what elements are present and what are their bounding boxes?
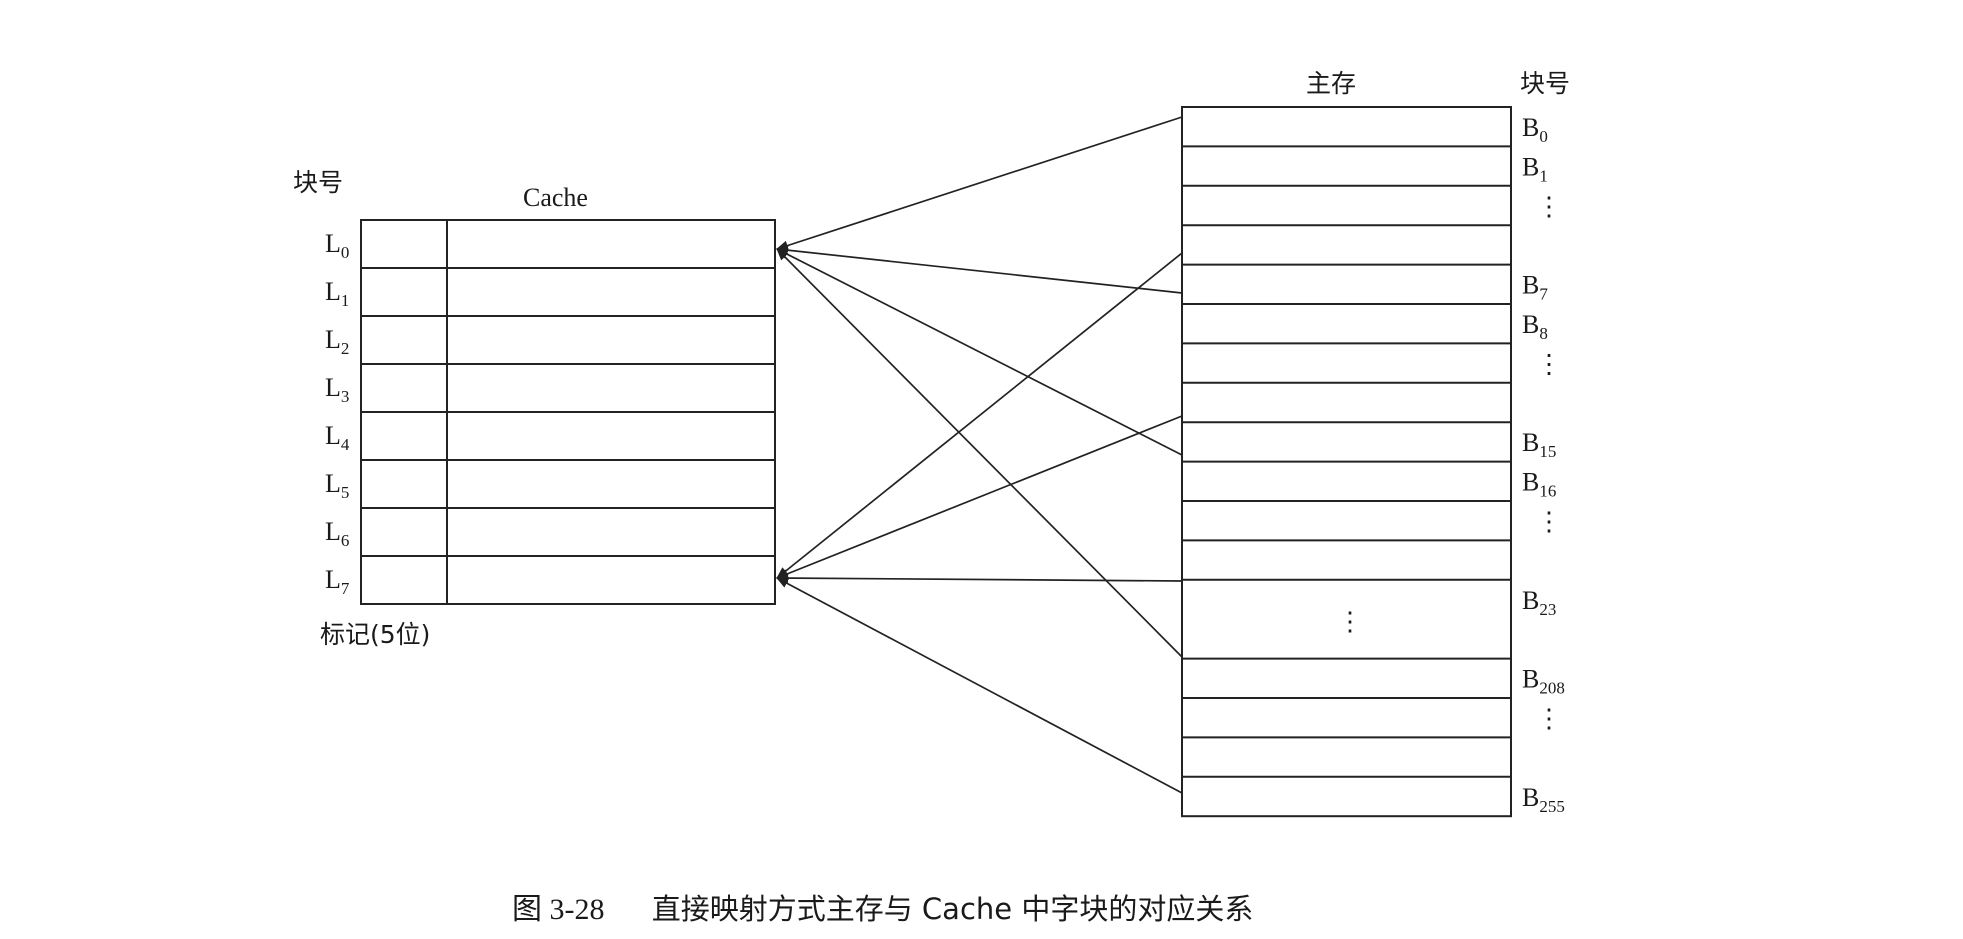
mapping-arrow-b255-to-l7 [776,577,1183,794]
mapping-arrow-b16-to-l0 [776,248,1183,456]
mapping-arrows [776,116,1183,794]
main-memory-block-label: B23 [1522,586,1556,619]
main-memory-block-label: B255 [1522,783,1565,816]
main-memory-gap-ellipsis: ⋮ [1337,607,1363,636]
mapping-arrow-b23-to-l7 [776,573,1183,584]
main-memory-block-number-header: 块号 [1520,69,1570,98]
main-memory-block-label: B8 [1522,310,1548,343]
main-memory-ellipsis: ⋮ [1536,507,1562,536]
mapping-arrow-b15-to-l7 [776,415,1183,579]
cache-table [360,219,776,605]
main-memory-block-label: B15 [1522,428,1556,461]
main-memory-title: 主存 [1306,69,1356,98]
cache-line-label: L3 [325,373,349,406]
cache-line-label: L0 [325,229,349,262]
mapping-arrow-b0-to-l0 [776,116,1183,251]
main-memory-ellipsis: ⋮ [1536,192,1562,221]
main-memory-block-label: B16 [1522,468,1556,501]
cache-line-label: L1 [325,277,349,310]
cache-line-label: L4 [325,421,350,454]
mapping-arrow-b8-to-l0 [776,245,1183,294]
main-memory-block-label: B208 [1522,665,1565,698]
cache-tag-label: 标记(5位) [320,620,430,649]
figure-title: 直接映射方式主存与 Cache 中字块的对应关系 [652,892,1254,926]
mapping-arrow-b208-to-l0 [776,248,1183,658]
main-memory-block-label: B0 [1522,113,1548,146]
cache-title: Cache [523,183,588,212]
cache-line-label: L5 [325,469,349,502]
cache-block-number-header: 块号 [293,168,343,197]
figure-number: 图 3-28 [512,893,605,926]
main-memory-table [1181,106,1512,818]
figure-caption: 图 3-28 直接映射方式主存与 Cache 中字块的对应关系 [512,892,1253,926]
cache-line-label: L7 [325,565,350,598]
cache-line-label: L2 [325,325,349,358]
main-memory-ellipsis: ⋮ [1536,349,1562,378]
main-memory-block-label: B1 [1522,152,1548,185]
main-memory-ellipsis: ⋮ [1536,704,1562,733]
mapping-arrow-b7-to-l7 [776,252,1183,579]
main-memory-block-label: B7 [1522,271,1548,304]
cache-line-label: L6 [325,517,349,550]
